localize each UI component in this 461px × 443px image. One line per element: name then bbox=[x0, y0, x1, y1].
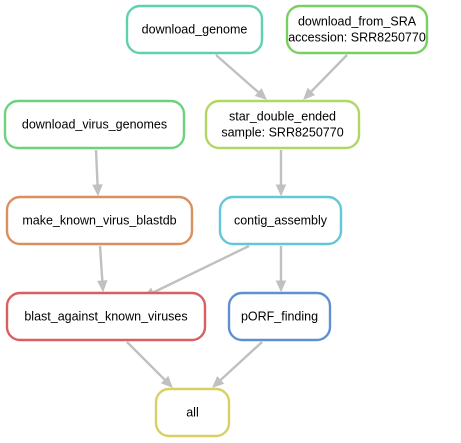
node-label: download_from_SRA bbox=[298, 15, 417, 29]
edge-make-known-virus-blastdb-to-blast-against-known-viruses bbox=[97, 245, 108, 293]
node-box bbox=[5, 195, 194, 246]
node-label: pORF_finding bbox=[241, 310, 318, 324]
edge-contig-assembly-to-blast-against-known-viruses bbox=[142, 244, 250, 298]
node-label: make_known_virus_blastdb bbox=[22, 214, 176, 228]
node-box bbox=[227, 291, 332, 342]
arrowhead bbox=[275, 280, 287, 293]
node-label: contig_assembly bbox=[234, 214, 328, 228]
node-label: blast_against_known_viruses bbox=[24, 310, 187, 324]
node-download-from-sra: download_from_SRA accession: SRR8250770 bbox=[285, 4, 429, 55]
node-star-double-ended: star_double_ended sample: SRR8250770 bbox=[204, 99, 361, 150]
edge-download-virus-genomes-to-make-known-virus-blastdb bbox=[92, 149, 103, 197]
node-label: accession: SRR8250770 bbox=[288, 31, 426, 45]
node-box bbox=[285, 4, 429, 55]
node-box bbox=[218, 195, 343, 246]
node-label: download_virus_genomes bbox=[22, 118, 167, 132]
arrowhead bbox=[92, 184, 103, 197]
node-label: download_genome bbox=[142, 23, 248, 37]
node-label: star_double_ended bbox=[229, 110, 336, 124]
nodes-layer: download_genome download_from_SRA accessio… bbox=[3, 4, 429, 438]
edge-porf-finding-to-all bbox=[212, 341, 263, 388]
node-contig-assembly: contig_assembly bbox=[218, 195, 343, 246]
arrowhead bbox=[303, 87, 316, 100]
edge-blast-against-known-viruses-to-all bbox=[126, 341, 173, 388]
edges-layer bbox=[92, 54, 348, 388]
node-all: all bbox=[154, 387, 231, 438]
edge-star-double-ended-to-contig-assembly bbox=[275, 150, 287, 197]
edge-download-genome-to-star-double-ended bbox=[215, 54, 267, 100]
arrowhead bbox=[275, 184, 287, 197]
node-box bbox=[204, 99, 361, 150]
arrowhead bbox=[160, 375, 173, 388]
node-blast-against-known-viruses: blast_against_known_viruses bbox=[5, 291, 207, 342]
arrowhead bbox=[97, 280, 108, 293]
node-box bbox=[3, 99, 186, 150]
node-download-genome: download_genome bbox=[125, 4, 264, 55]
node-porf-finding: pORF_finding bbox=[227, 291, 332, 342]
edge-contig-assembly-to-porf-finding bbox=[275, 246, 287, 293]
node-box bbox=[125, 4, 264, 55]
arrowhead bbox=[212, 376, 225, 388]
arrowhead bbox=[254, 88, 267, 100]
node-label: sample: SRR8250770 bbox=[221, 126, 343, 140]
node-label: all bbox=[186, 406, 199, 420]
edge-download-from-sra-to-star-double-ended bbox=[303, 54, 348, 100]
node-box bbox=[5, 291, 207, 342]
node-download-virus-genomes: download_virus_genomes bbox=[3, 99, 186, 150]
node-box bbox=[154, 387, 231, 438]
node-make-known-virus-blastdb: make_known_virus_blastdb bbox=[5, 195, 194, 246]
